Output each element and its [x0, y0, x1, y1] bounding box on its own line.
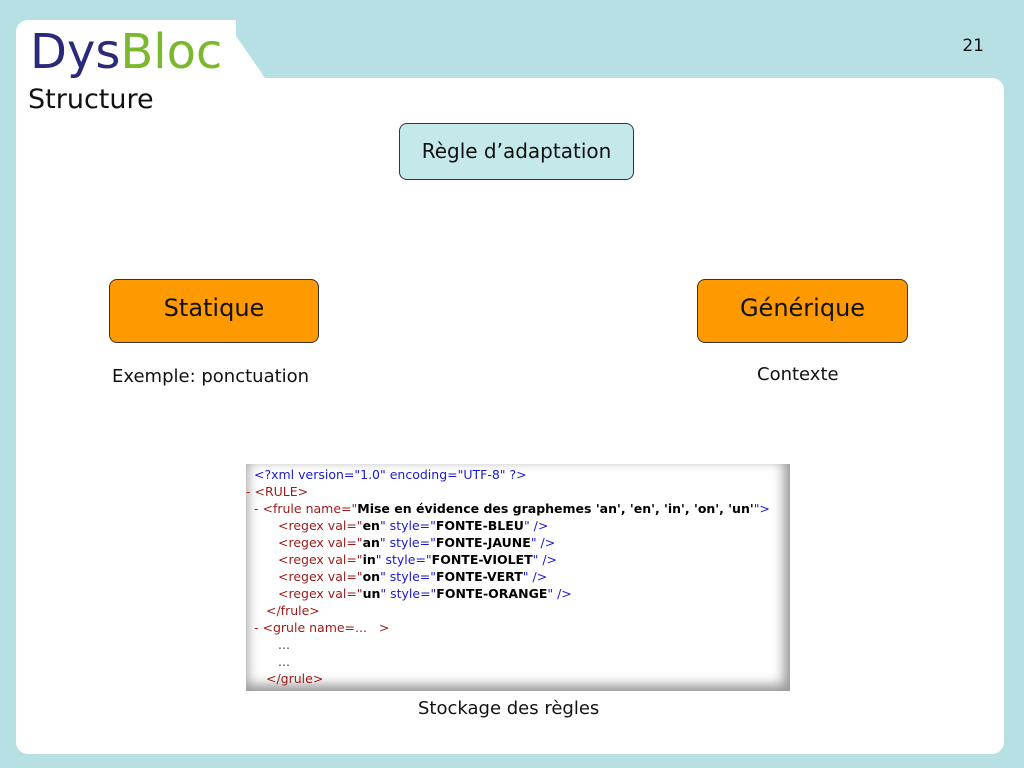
code-line-grule-close: </grule> — [266, 671, 324, 686]
code-line-regex: <regex val="un" style="FONTE-ORANGE" /> — [278, 586, 572, 601]
xml-code-screenshot: <?xml version="1.0" encoding="UTF-8" ?> … — [246, 464, 790, 691]
section-title: Structure — [28, 84, 154, 115]
code-line-regex: <regex val="in" style="FONTE-VIOLET" /> — [278, 552, 558, 567]
code-line-regex: <regex val="en" style="FONTE-BLEU" /> — [278, 518, 549, 533]
regex-lines: <regex val="en" style="FONTE-BLEU" /> <re… — [246, 517, 790, 602]
logo-dys: Dys — [30, 24, 121, 80]
page-number: 21 — [962, 36, 984, 56]
dysbloc-logo: DysBloc — [30, 24, 222, 80]
node-statique: Statique — [109, 279, 319, 343]
node-generique: Générique — [697, 279, 908, 343]
code-line-dots-2: ... — [278, 654, 290, 669]
caption-code-block: Stockage des règles — [418, 698, 600, 719]
code-line-regex: <regex val="on" style="FONTE-VERT" /> — [278, 569, 548, 584]
code-line-frule-close: </frule> — [266, 603, 320, 618]
code-line-frule-open: - <frule name="Mise en évidence des grap… — [254, 501, 770, 516]
caption-statique: Exemple: ponctuation — [112, 366, 310, 387]
header-tab-slant — [225, 20, 265, 78]
code-line-rule-open: - <RULE> — [246, 484, 309, 499]
caption-generique: Contexte — [757, 364, 839, 385]
logo-bloc: Bloc — [120, 24, 223, 80]
root-node-regle-adaptation: Règle d’adaptation — [399, 123, 634, 180]
code-line-xml-decl: <?xml version="1.0" encoding="UTF-8" ?> — [254, 467, 527, 482]
code-line-regex: <regex val="an" style="FONTE-JAUNE" /> — [278, 535, 556, 550]
code-line-grule-open: - <grule name=... > — [254, 620, 390, 635]
code-line-dots-1: ... — [278, 637, 290, 652]
